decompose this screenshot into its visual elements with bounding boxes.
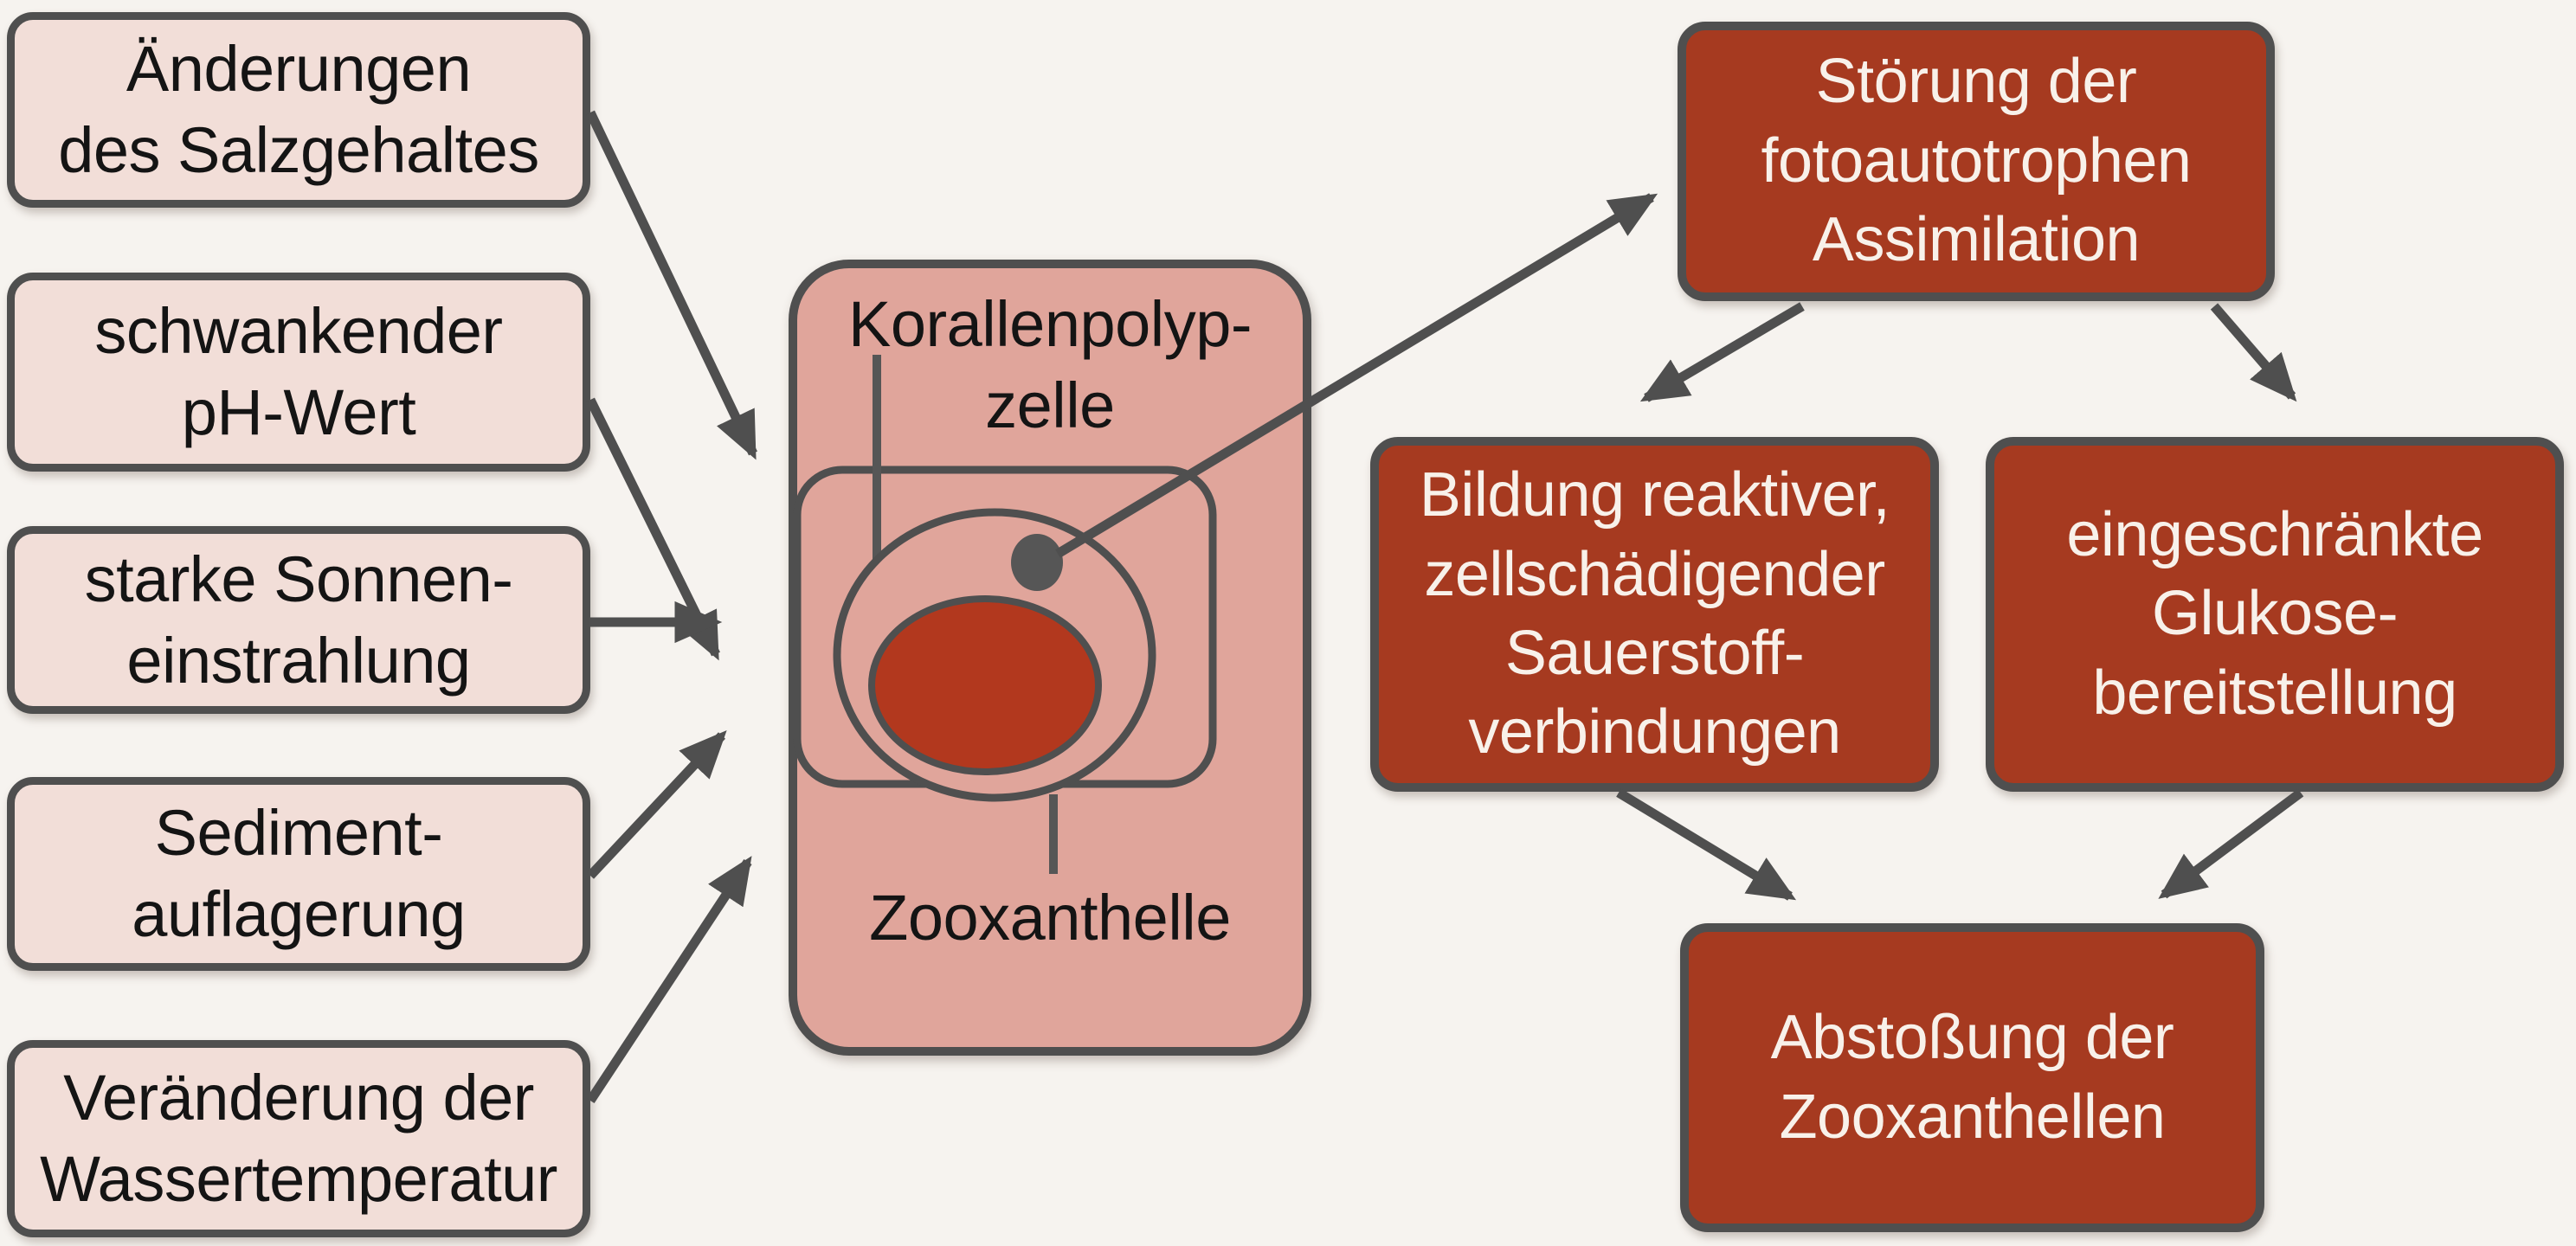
cause-label-temperature: Veränderung der Wassertemperatur bbox=[40, 1062, 557, 1215]
zooxanthella-label: Zooxanthelle bbox=[869, 882, 1231, 954]
arrow-oxygen-to-expulsion bbox=[1616, 788, 1797, 901]
cause-box-sun: starke Sonnen- einstrahlung bbox=[7, 526, 590, 714]
effect-box-assimilation: Störung der fotoautotrophen Assimilation bbox=[1678, 22, 2275, 301]
arrow-ph-to-cell bbox=[586, 397, 720, 661]
coral-polyp-cell: Korallenpolyp- zelle Zooxanthelle bbox=[789, 260, 1311, 1056]
arrow-assimilation-to-glucose bbox=[2210, 303, 2297, 402]
effect-box-oxygen: Bildung reaktiver, zellschädigender Saue… bbox=[1370, 437, 1939, 792]
cause-label-sediment: Sediment- auflagerung bbox=[132, 797, 466, 950]
cause-box-salinity: Änderungen des Salzgehaltes bbox=[7, 12, 590, 208]
arrow-temperature-to-cell bbox=[586, 856, 752, 1104]
cause-box-temperature: Veränderung der Wassertemperatur bbox=[7, 1040, 590, 1237]
cause-box-ph: schwankender pH-Wert bbox=[7, 273, 590, 472]
arrow-glucose-to-expulsion bbox=[2158, 788, 2304, 899]
effect-box-glucose: eingeschränkte Glukose- bereitstellung bbox=[1986, 437, 2564, 792]
cause-label-ph: schwankender pH-Wert bbox=[94, 295, 503, 448]
effect-label-oxygen: Bildung reaktiver, zellschädigender Saue… bbox=[1419, 460, 1890, 768]
arrow-salinity-to-cell bbox=[586, 110, 757, 460]
effect-label-assimilation: Störung der fotoautotrophen Assimilation bbox=[1761, 47, 2192, 275]
cause-label-salinity: Änderungen des Salzgehaltes bbox=[58, 33, 539, 186]
cause-label-sun: starke Sonnen- einstrahlung bbox=[84, 543, 513, 697]
effect-label-glucose: eingeschränkte Glukose- bereitstellung bbox=[2066, 499, 2483, 728]
effect-label-expulsion: Abstoßung der Zooxanthellen bbox=[1770, 1003, 2174, 1152]
cell-title: Korallenpolyp- zelle bbox=[847, 288, 1253, 441]
arrow-assimilation-to-oxygen bbox=[1639, 302, 1805, 402]
cause-box-sediment: Sediment- auflagerung bbox=[7, 777, 590, 971]
arrow-sediment-to-cell bbox=[586, 729, 727, 879]
effect-box-expulsion: Abstoßung der Zooxanthellen bbox=[1680, 923, 2264, 1232]
